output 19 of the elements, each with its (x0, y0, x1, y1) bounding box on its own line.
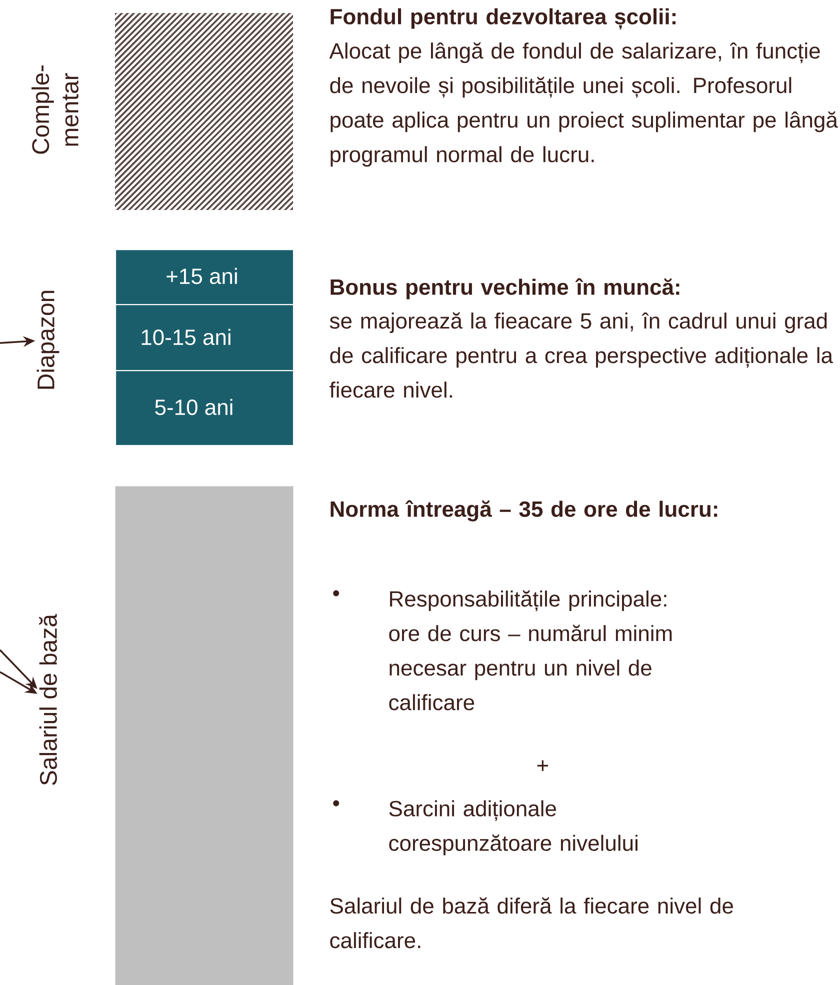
side-label: Comple- mentar (32, 65, 78, 154)
range-cell: 5-10 ani (115, 370, 294, 446)
heading: Bonus pentru vechime în muncă: (330, 278, 680, 300)
paragraph: se majorează la fieacare 5 ani, în cadrul unui grad de calificare pentru a crea perspective adiționale la fiecare nivel. (330, 312, 833, 398)
base-salary-bar (115, 486, 294, 985)
paragraph: Sarcini adiționale corespunzătoare nivelului (389, 800, 638, 856)
paragraph: Salariul de bază diferă la fiecare nivel de calificare. (330, 897, 733, 948)
heading: Norma întreagă – 35 de ore de lucru: (330, 500, 718, 522)
paragraph: Alocat pe lângă de fondul de salarizare, în funcție de nevoile și posibilitățile unei școli. Profesorul poate aplica pentru un proiect suplimentar pe lângă programul normal de lucru. (329, 42, 838, 167)
bullet: • (333, 800, 340, 806)
plus-sign: + (537, 760, 548, 772)
range-cell: +15 ani (115, 249, 294, 306)
range-cell: 10-15 ani (115, 304, 294, 372)
heading: Fondul pentru dezvoltarea școlii: (330, 8, 676, 30)
axis-label: Diapazon (36, 290, 60, 389)
hatched-box (115, 13, 293, 210)
bullet: • (333, 590, 340, 596)
axis-label: Salariul de bază (39, 614, 57, 785)
paragraph: Responsabilitățile principale: ore de curs – numărul minim necesar pentru un nivel de calificare (389, 590, 672, 710)
